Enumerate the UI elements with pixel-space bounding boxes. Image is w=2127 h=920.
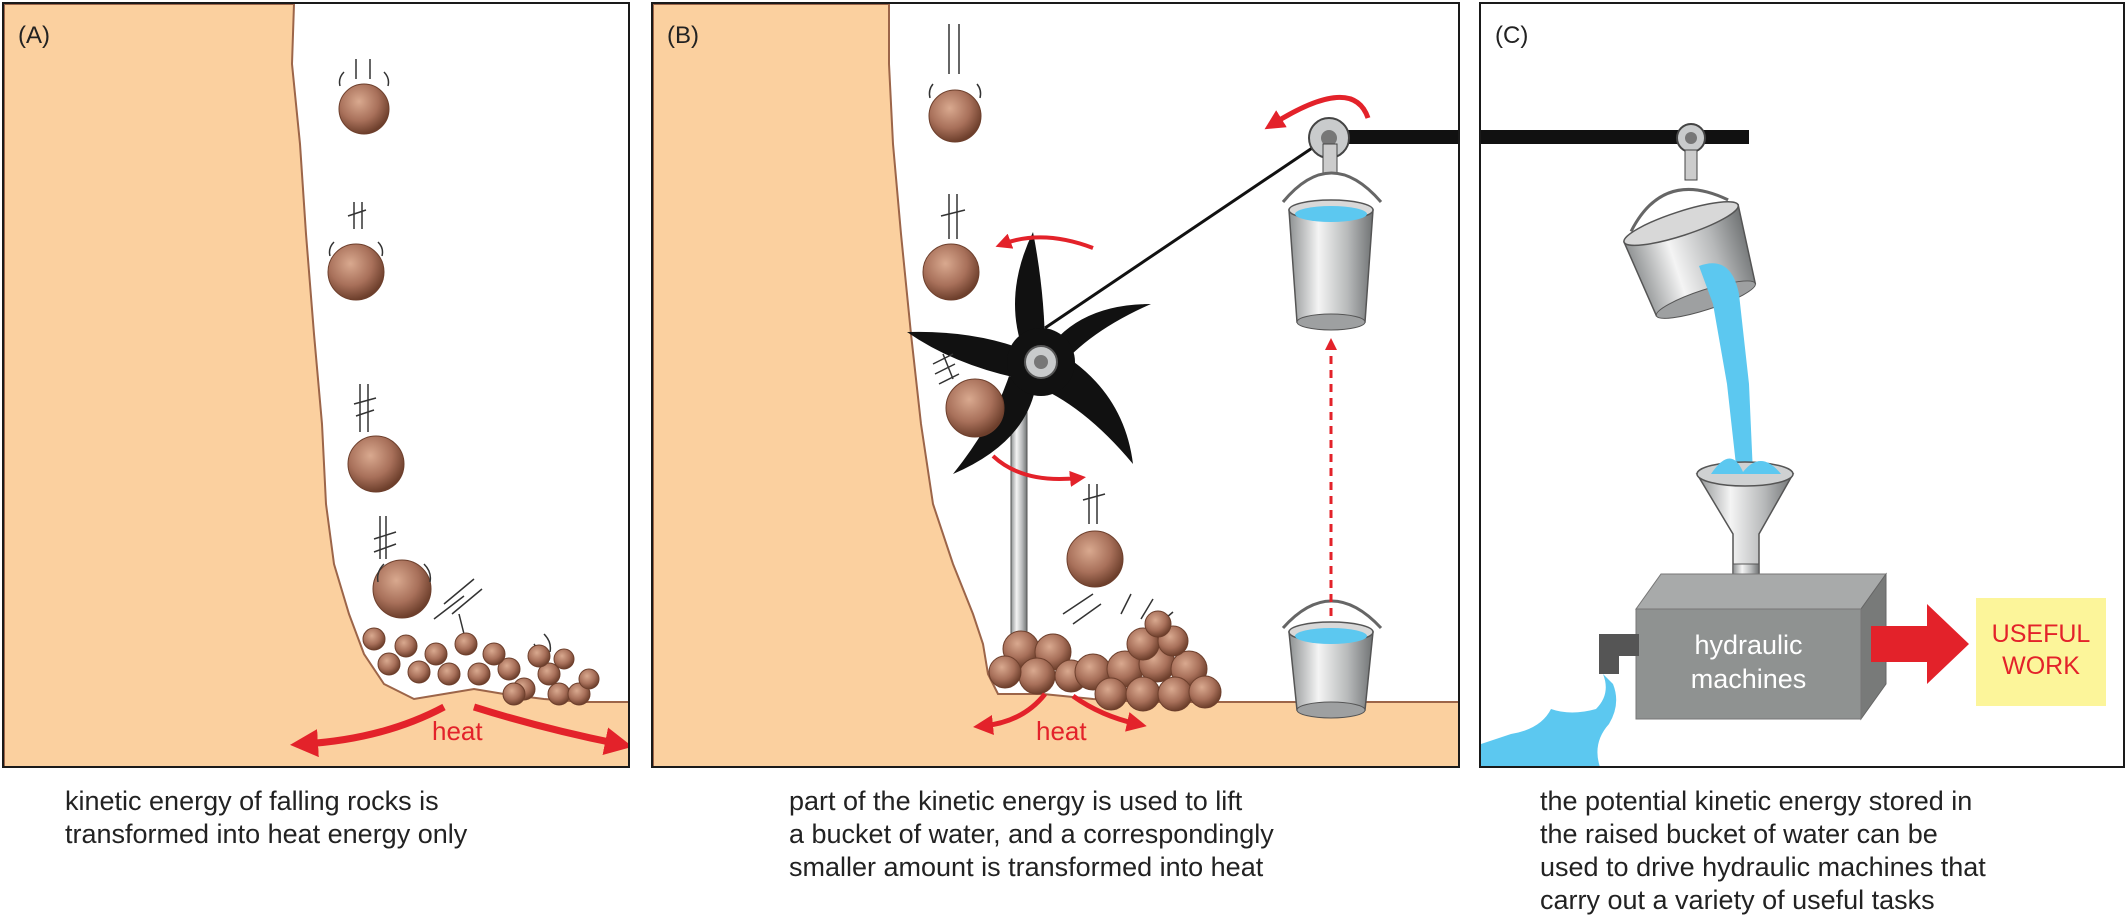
top-beam (1481, 130, 1749, 144)
useful-work-line-1: USEFUL (1991, 620, 2091, 648)
caption-c-line-3: used to drive hydraulic machines that (1540, 852, 1986, 882)
caption-a: kinetic energy of falling rocks is trans… (65, 785, 467, 851)
hydraulic-machine-box (1635, 572, 1887, 721)
panel-a: (A) heat (2, 2, 630, 768)
caption-c-line-4: carry out a variety of useful tasks (1540, 885, 1935, 915)
useful-work-arrow (1871, 604, 1969, 684)
rock-pile (988, 610, 1222, 712)
water-stream (1699, 263, 1753, 474)
panel-b-label: (B) (667, 22, 699, 49)
pulley-rotation-arrow (1264, 95, 1371, 130)
rope (1044, 136, 1328, 330)
heat-label: heat (432, 716, 483, 746)
panel-a-illustration (4, 4, 628, 766)
wheel-arrow-top (995, 233, 1094, 250)
caption-c-line-1: the potential kinetic energy stored in (1540, 786, 1973, 816)
caption-b-line-1: part of the kinetic energy is used to li… (789, 786, 1243, 816)
useful-work-line-2: WORK (2002, 652, 2080, 680)
motion-lines (328, 59, 552, 661)
panel-c-label: (C) (1495, 22, 1529, 49)
outflow-water (1481, 674, 1617, 766)
bucket-tipping (1623, 187, 1757, 319)
machine-label-line-1: hydraulic (1694, 630, 1803, 660)
falling-rocks (922, 89, 1124, 588)
caption-c-line-2: the raised bucket of water can be (1540, 819, 1938, 849)
panel-c: (C) hydraulic machines USEFUL WORK (1479, 2, 2125, 768)
caption-a-line-1: kinetic energy of falling rocks is (65, 786, 439, 816)
top-beam (1329, 130, 1458, 144)
machine-label-line-2: machines (1690, 664, 1807, 694)
rock-pile (362, 627, 600, 706)
heat-label: heat (1036, 716, 1087, 746)
caption-b: part of the kinetic energy is used to li… (789, 785, 1274, 884)
useful-work-label: USEFUL WORK (1976, 598, 2106, 706)
caption-c: the potential kinetic energy stored in t… (1540, 785, 1986, 917)
heat-arrows (290, 703, 628, 758)
motion-lines (928, 24, 1174, 630)
heat-arrows (973, 692, 1147, 735)
caption-a-line-2: transformed into heat energy only (65, 819, 468, 849)
panel-b-illustration (653, 4, 1458, 766)
caption-b-line-2: a bucket of water, and a correspondingly (789, 819, 1274, 849)
panel-a-label: (A) (18, 22, 50, 49)
machine-label: hydraulic machines (1636, 628, 1861, 696)
bucket-raised (1281, 143, 1383, 331)
cliff (653, 4, 1458, 766)
bucket-lowered (1281, 599, 1383, 719)
wheel-arrow-bottom (991, 454, 1086, 487)
falling-rocks (327, 83, 432, 619)
panel-b: (B) heat (651, 2, 1460, 768)
panel-c-illustration (1481, 123, 1969, 766)
cliff (4, 4, 628, 766)
caption-b-line-3: smaller amount is transformed into heat (789, 852, 1264, 882)
